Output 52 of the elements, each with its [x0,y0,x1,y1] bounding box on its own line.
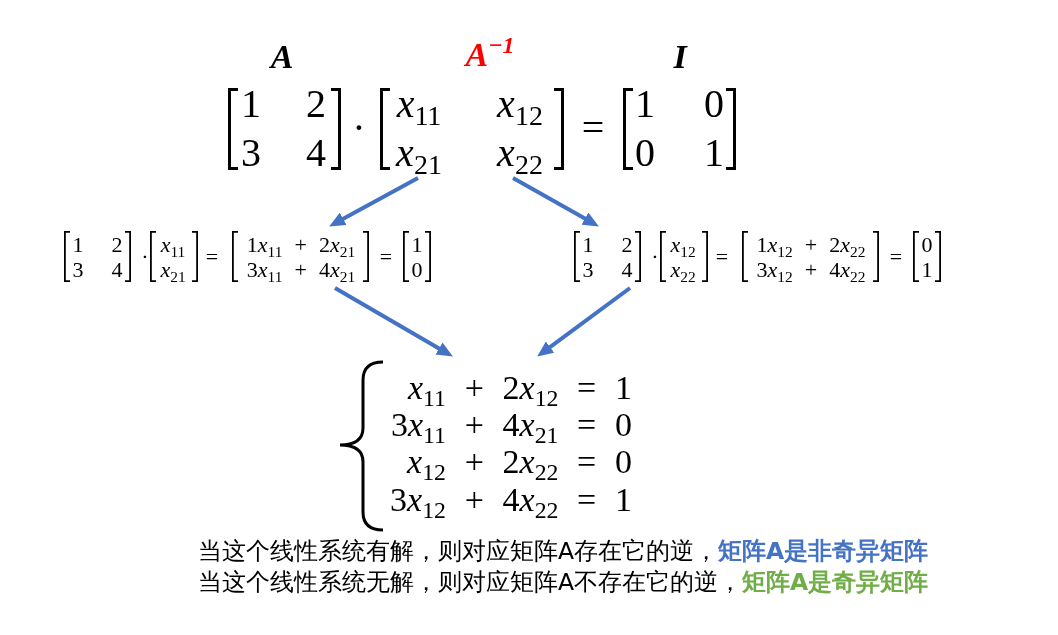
arrow [334,286,453,358]
equals-sign: = [715,246,729,268]
equation-row: x$_{12}$ + 2x$_{22}$ = 0 [407,445,632,479]
multiplication-dot: · [141,246,149,268]
equals-sign: = [581,108,605,148]
arrow [536,286,632,358]
matrix-entry: 1 [72,234,84,256]
matrix-label: I [673,40,687,74]
matrix-entry: 0 [704,84,724,124]
equals-sign: = [205,246,219,268]
matrix-entry: 0 [635,133,655,173]
equation-row: 3x$_{12}$ + 4x$_{22}$ = 1 [390,483,632,517]
equals-sign: = [379,246,393,268]
matrix-entry: 4 [306,133,326,173]
matrix-entry: 1 [704,133,724,173]
matrix-entry: 1x$_{12}$ + 2x$_{22}$ [756,234,866,256]
matrix-entry: 0 [411,259,423,281]
note-text: 当这个线性系统无解，则对应矩阵A不存在它的逆，矩阵A是奇异矩阵 [198,568,929,597]
matrix-entry: x$_{21}$ [160,259,186,281]
arrow [329,176,419,228]
matrix-entry: x$_{12}$ [497,84,543,124]
matrix-entry: x$_{22}$ [670,259,696,281]
matrix-entry: 1 [635,84,655,124]
matrix-entry: 2 [306,84,326,124]
matrix-entry: 2 [111,234,123,256]
matrix-entry: x$_{21}$ [396,133,442,173]
equation-row: x$_{11}$ + 2x$_{12}$ = 1 [407,371,632,405]
matrix-label: A$^{−1}$ [465,38,515,72]
matrix-entry: 1 [411,234,423,256]
matrix-entry: x$_{11}$ [396,84,442,124]
matrix-entry: 3x$_{11}$ + 4x$_{21}$ [246,259,356,281]
matrix-entry: x$_{22}$ [497,133,543,173]
matrix-entry: 3 [582,259,594,281]
matrix-entry: 1 [921,259,933,281]
matrix-entry: 1x$_{11}$ + 2x$_{21}$ [246,234,356,256]
matrix-entry: 4 [111,259,123,281]
matrix-entry: 1 [582,234,594,256]
matrix-entry: 3 [241,133,261,173]
matrix-entry: 3 [72,259,84,281]
matrix-label: A [270,40,294,74]
multiplication-dot: · [651,246,659,268]
matrix-entry: x$_{11}$ [160,234,186,256]
matrix-entry: 0 [921,234,933,256]
matrix-entry: 4 [621,259,633,281]
matrix-entry: x$_{12}$ [670,234,696,256]
multiplication-dot: · [352,108,366,148]
matrix-entry: 3x$_{12}$ + 4x$_{22}$ [756,259,866,281]
equation-row: 3x$_{11}$ + 4x$_{21}$ = 0 [390,408,632,442]
equals-sign: = [889,246,903,268]
matrix-entry: 2 [621,234,633,256]
arrow [512,176,599,228]
matrix-entry: 1 [241,84,261,124]
